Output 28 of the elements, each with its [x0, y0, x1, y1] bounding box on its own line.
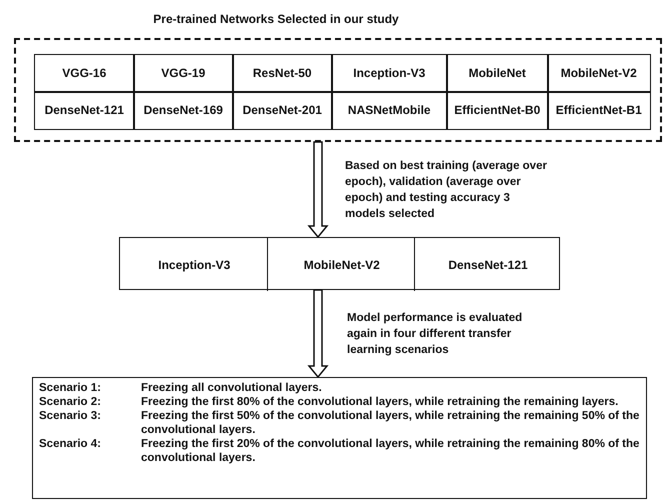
model-cell: EfficientNet-B1 — [547, 91, 650, 130]
scenario-label: Scenario 1: — [39, 381, 102, 395]
model-group-box — [119, 237, 560, 290]
scenario-description: Freezing all convolutional layers. — [141, 381, 323, 395]
scenario-description: Freezing the first 50% of the convolutional layers, while retraining the remaining 50% of the convolutional layers. — [141, 409, 640, 437]
model-cell: NASNetMobile — [331, 91, 448, 130]
scenario-label: Scenario 3: — [39, 409, 102, 424]
scenario-description: Freezing the first 80% of the convolutional layers, while retraining the remaining layers. — [141, 395, 620, 409]
model-cell: Inception-V3 — [120, 238, 268, 291]
model-cell: DenseNet-121 — [414, 238, 561, 291]
scenario-box — [32, 377, 647, 499]
model-cell: VGG-16 — [34, 54, 134, 92]
model-cell: MobileNet-V2 — [267, 238, 416, 291]
model-cell: MobileNet-V2 — [547, 54, 650, 92]
scenario-label: Scenario 4: — [39, 437, 102, 452]
model-cell: Inception-V3 — [331, 54, 448, 92]
scenario-label: Scenario 2: — [39, 395, 102, 409]
model-cell: DenseNet-201 — [232, 91, 332, 130]
model-cell: DenseNet-121 — [34, 91, 134, 130]
model-cell: ResNet-50 — [232, 54, 332, 92]
model-cell: DenseNet-169 — [133, 91, 234, 130]
scenario-description: Freezing the first 20% of the convolutional layers, while retraining the remaining 80% of the convolutional layers. — [141, 437, 640, 465]
hollow-arrow — [307, 289, 329, 378]
hollow-arrow — [307, 141, 329, 238]
model-cell: MobileNet — [446, 54, 548, 92]
group-heading: Pre-trained Networks Selected in our study — [152, 12, 400, 26]
model-cell: EfficientNet-B0 — [446, 91, 548, 130]
model-cell: VGG-19 — [133, 54, 234, 92]
